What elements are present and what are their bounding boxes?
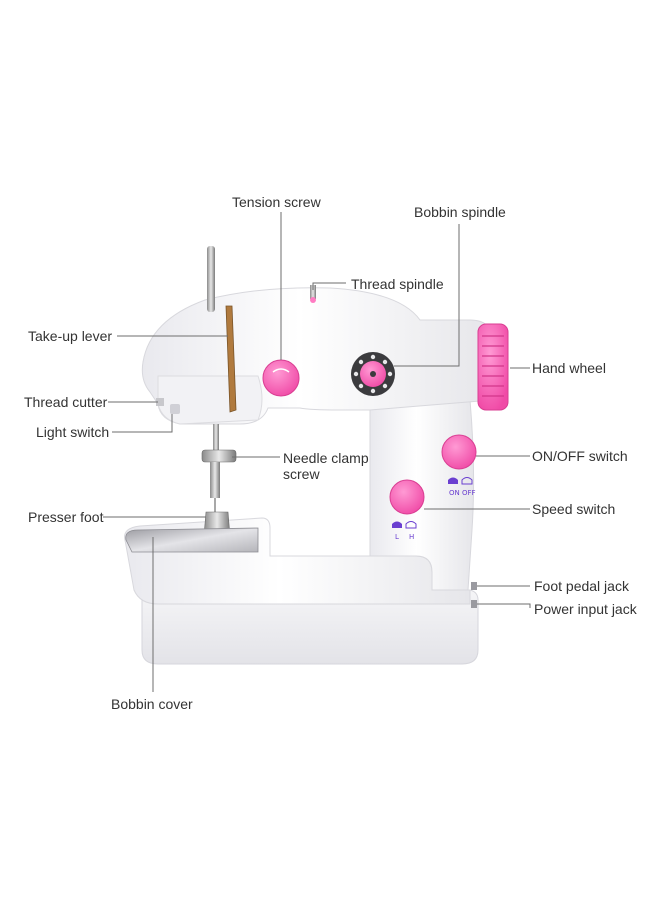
label-on-off-switch: ON/OFF switch (532, 448, 628, 464)
off-marking: OFF (462, 489, 476, 497)
low-marking: L (395, 533, 399, 541)
foot-pedal-jack-port (471, 582, 477, 590)
label-thread-cutter: Thread cutter (24, 394, 108, 410)
needle-clamp-screw (201, 449, 237, 463)
light-switch[interactable] (170, 404, 180, 414)
label-tension-screw: Tension screw (232, 194, 321, 210)
label-needle-clamp-screw-line2: screw (283, 466, 320, 482)
label-bobbin-spindle: Bobbin spindle (414, 204, 506, 220)
needle-bar (213, 424, 219, 468)
high-marking: H (409, 533, 414, 541)
bobbin-holes (353, 354, 393, 394)
switch-markings: ON OFF L H (392, 477, 476, 541)
on-marking: ON (449, 489, 460, 497)
thread-spindle (310, 285, 316, 299)
leader-lines (103, 212, 531, 692)
take-up-lever (225, 305, 237, 413)
label-bobbin-cover: Bobbin cover (111, 696, 193, 712)
label-speed-switch: Speed switch (532, 501, 616, 517)
power-input-jack-port (471, 600, 477, 608)
label-needle-clamp-screw-line1: Needle clamp (283, 450, 369, 466)
label-hand-wheel: Hand wheel (532, 360, 606, 376)
hand-wheel[interactable] (477, 323, 509, 411)
speed-switch[interactable] (389, 479, 425, 515)
bobbin-cover[interactable] (125, 527, 259, 553)
machine-head (157, 375, 263, 425)
thread-cutter (156, 398, 164, 406)
tension-screw[interactable] (262, 359, 300, 397)
label-take-up-lever: Take-up lever (28, 328, 113, 344)
label-presser-foot: Presser foot (28, 509, 104, 525)
label-light-switch: Light switch (36, 424, 110, 440)
label-thread-spindle: Thread spindle (351, 276, 444, 292)
label-foot-pedal-jack: Foot pedal jack (534, 578, 629, 594)
spool-pin (207, 246, 215, 312)
label-power-input-jack: Power input jack (534, 601, 637, 617)
on-off-switch[interactable] (441, 434, 477, 470)
